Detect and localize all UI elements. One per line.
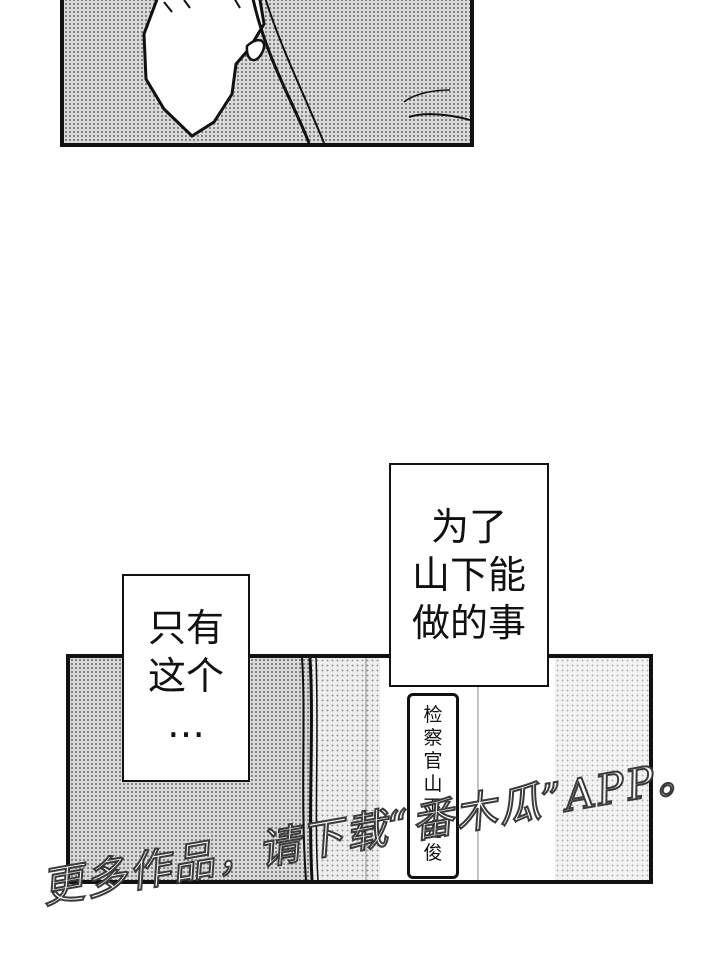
top-panel-screentone-background — [64, 0, 470, 143]
bottom-panel-screentone-mid — [310, 658, 380, 880]
caption-box-right: 为了 山下能 做的事 — [389, 463, 549, 687]
prosecutor-nameplate: 检 察 官 山 下 光 俊 — [407, 693, 459, 879]
top-comic-panel — [60, 0, 474, 147]
character-face-silhouette — [142, 0, 470, 143]
caption-left-line-2: 这个 — [147, 654, 224, 698]
bottom-panel-linework — [301, 658, 479, 880]
caption-right-line-2: 山下能 — [411, 553, 526, 597]
caption-right-line-3: 做的事 — [411, 601, 526, 645]
nameplate-char-1: 检 — [423, 704, 443, 726]
nameplate-char-5: 下 — [423, 796, 443, 818]
nameplate-char-2: 察 — [423, 727, 443, 749]
nameplate-char-7: 俊 — [423, 842, 443, 864]
nameplate-char-4: 山 — [423, 773, 443, 795]
caption-box-left: 只有 这个 … — [122, 574, 250, 782]
bottom-panel-screentone-right — [555, 658, 649, 880]
caption-right-line-1: 为了 — [430, 505, 507, 549]
nameplate-char-3: 官 — [423, 750, 443, 772]
nameplate-char-6: 光 — [423, 819, 443, 841]
caption-left-line-1: 只有 — [147, 606, 224, 650]
caption-left-line-3: … — [167, 702, 205, 746]
